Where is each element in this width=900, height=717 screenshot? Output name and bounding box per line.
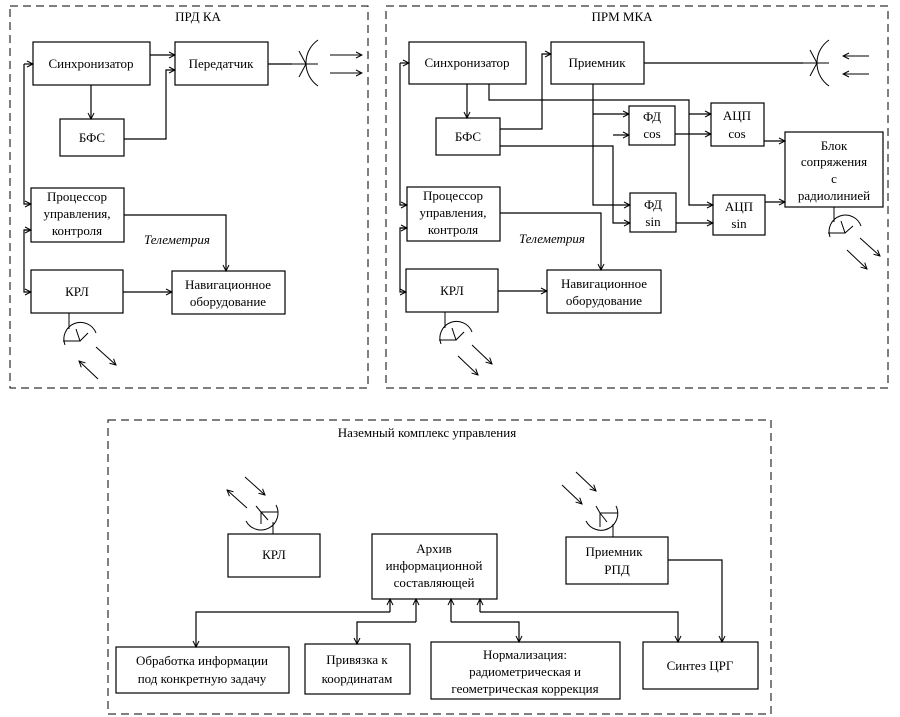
transmitter-block[interactable]: Передатчик <box>174 41 269 86</box>
svg-text:оборудование: оборудование <box>566 293 642 308</box>
interface-block[interactable]: Блок сопряжения с радиолинией <box>784 131 884 208</box>
svg-text:управления,: управления, <box>43 206 110 221</box>
panel-title: ПРМ МКА <box>591 9 653 24</box>
svg-text:Навигационное: Навигационное <box>561 276 647 291</box>
svg-text:координатам: координатам <box>322 671 393 686</box>
svg-text:Процессор: Процессор <box>423 188 483 203</box>
wires <box>23 55 292 292</box>
svg-text:ФД: ФД <box>643 109 661 124</box>
svg-text:Архив: Архив <box>416 541 451 556</box>
svg-text:АЦП: АЦП <box>723 108 751 123</box>
svg-text:Нормализация:: Нормализация: <box>483 647 567 662</box>
svg-text:Приемник: Приемник <box>568 55 626 70</box>
receiver-block[interactable]: Приемник <box>550 41 645 85</box>
panel-frame <box>9 5 369 389</box>
svg-text:Обработка информации: Обработка информации <box>136 653 268 668</box>
svg-text:КРЛ: КРЛ <box>65 284 89 299</box>
fd-sin-block[interactable]: ФД sin <box>629 192 677 233</box>
svg-text:геометрическая коррекция: геометрическая коррекция <box>451 681 598 696</box>
svg-text:sin: sin <box>731 216 747 231</box>
panel-prd-ka: ПРД КА Синхронизатор Передатчик БФС Проц… <box>9 5 369 389</box>
svg-text:информационной: информационной <box>386 558 483 573</box>
svg-text:КРЛ: КРЛ <box>262 547 286 562</box>
svg-text:составляющей: составляющей <box>394 575 475 590</box>
sync-block[interactable]: Синхронизатор <box>32 41 151 86</box>
svg-text:БФС: БФС <box>79 130 105 145</box>
svg-text:Блок: Блок <box>821 138 848 153</box>
svg-text:БФС: БФС <box>455 129 481 144</box>
svg-text:контроля: контроля <box>428 222 478 237</box>
normalization-block[interactable]: Нормализация: радиометрическая и геометр… <box>430 641 621 700</box>
binding-block[interactable]: Привязка к координатам <box>304 643 411 695</box>
svg-text:Синтез ЦРГ: Синтез ЦРГ <box>667 658 734 673</box>
svg-text:под конкретную задачу: под конкретную задачу <box>138 671 267 686</box>
svg-text:КРЛ: КРЛ <box>440 283 464 298</box>
svg-text:с: с <box>831 171 837 186</box>
interface-antenna-icon <box>828 207 880 269</box>
svg-text:Приемник: Приемник <box>585 544 643 559</box>
svg-text:управления,: управления, <box>419 205 486 220</box>
svg-text:ФД: ФД <box>644 197 662 212</box>
telemetry-label: Телеметрия <box>144 232 210 247</box>
svg-text:Процессор: Процессор <box>47 189 107 204</box>
panel-ground-complex: Наземный комплекс управления КРЛ Архив и… <box>107 419 772 715</box>
krl-block[interactable]: КРЛ <box>30 269 124 314</box>
fd-cos-block[interactable]: ФД cos <box>628 105 676 146</box>
svg-text:контроля: контроля <box>52 223 102 238</box>
panel-title: Наземный комплекс управления <box>338 425 516 440</box>
svg-text:Синхронизатор: Синхронизатор <box>48 56 133 71</box>
krl-antenna-icon <box>439 312 492 375</box>
synthesis-block[interactable]: Синтез ЦРГ <box>642 641 759 690</box>
svg-text:Синхронизатор: Синхронизатор <box>424 55 509 70</box>
archive-block[interactable]: Архив информационной составляющей <box>371 533 498 600</box>
panel-prm-mka: ПРМ МКА Синхронизатор Приемник БФС ФД co… <box>385 5 889 389</box>
svg-text:cos: cos <box>728 126 745 141</box>
krl-antenna-icon <box>63 313 116 380</box>
antenna-icon <box>292 39 362 87</box>
svg-text:радиолинией: радиолинией <box>798 188 870 203</box>
nav-block[interactable]: Навигационное оборудование <box>546 269 662 314</box>
svg-text:Привязка к: Привязка к <box>326 652 388 667</box>
processor-block[interactable]: Процессор управления, контроля <box>30 187 125 243</box>
telemetry-label: Телеметрия <box>519 231 585 246</box>
svg-text:cos: cos <box>643 126 660 141</box>
adc-cos-block[interactable]: АЦП cos <box>710 102 765 147</box>
panel-title: ПРД КА <box>175 9 221 24</box>
receiver-rpd-block[interactable]: Приемник РПД <box>565 536 669 585</box>
bfs-block[interactable]: БФС <box>435 117 501 156</box>
sync-block[interactable]: Синхронизатор <box>408 41 527 85</box>
antenna-icon <box>803 39 869 87</box>
adc-sin-block[interactable]: АЦП sin <box>712 194 766 236</box>
krl-antenna-icon <box>227 476 279 534</box>
svg-text:оборудование: оборудование <box>190 294 266 309</box>
svg-text:sin: sin <box>645 214 661 229</box>
svg-text:Навигационное: Навигационное <box>185 277 271 292</box>
svg-text:радиометрическая и: радиометрическая и <box>469 664 581 679</box>
svg-text:РПД: РПД <box>604 562 630 577</box>
processing-block[interactable]: Обработка информации под конкретную зада… <box>115 646 290 694</box>
wires <box>196 559 722 647</box>
svg-text:АЦП: АЦП <box>725 199 753 214</box>
krl-block[interactable]: КРЛ <box>405 268 499 313</box>
bfs-block[interactable]: БФС <box>59 118 125 157</box>
svg-text:Передатчик: Передатчик <box>189 56 254 71</box>
processor-block[interactable]: Процессор управления, контроля <box>406 186 501 242</box>
panel-frame <box>107 419 772 715</box>
nav-block[interactable]: Навигационное оборудование <box>171 270 286 315</box>
panel-frame <box>385 5 889 389</box>
wires <box>399 54 803 292</box>
svg-text:сопряжения: сопряжения <box>801 154 867 169</box>
krl-block[interactable]: КРЛ <box>227 533 321 578</box>
receiver-antenna-icon <box>561 471 619 537</box>
